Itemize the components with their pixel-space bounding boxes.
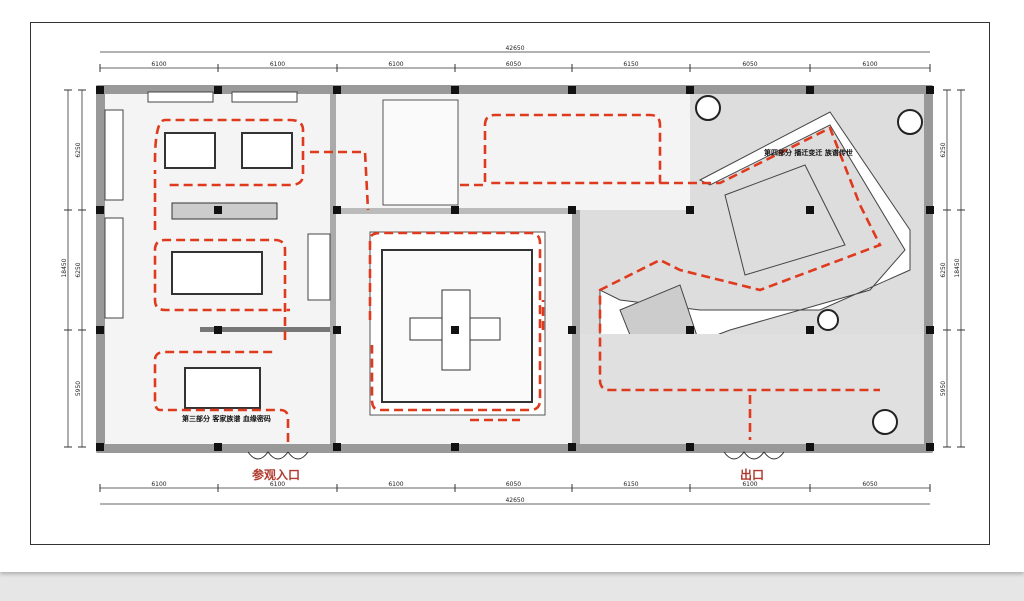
column [214, 326, 222, 334]
dim-top-label: 6100 [270, 61, 285, 68]
tree-icon [695, 95, 721, 121]
display-case [171, 251, 263, 295]
column [333, 86, 341, 94]
dim-bottom-label: 6050 [506, 481, 521, 488]
wall-bottom [97, 444, 932, 452]
dim-top-total-label: 42650 [505, 45, 524, 52]
wall-right [924, 86, 932, 452]
column [333, 206, 341, 214]
column [806, 86, 814, 94]
column [806, 206, 814, 214]
column [686, 443, 694, 451]
dim-top-label: 6050 [506, 61, 521, 68]
dim-left-label: 6250 [75, 142, 82, 157]
dim-left-label: 6250 [75, 262, 82, 277]
tree-icon [817, 309, 839, 331]
dim-left-total-label: 18450 [61, 258, 68, 277]
column [568, 86, 576, 94]
section-4-label: 第四部分 播迁变迁 族谱传世 [764, 148, 853, 157]
wall-cabinet-left [104, 109, 124, 201]
display-case [164, 132, 216, 169]
column [686, 326, 694, 334]
tree-icon [897, 109, 923, 135]
column [214, 86, 222, 94]
dim-right-label: 6250 [940, 262, 947, 277]
column [451, 443, 459, 451]
route-center [368, 231, 545, 422]
columns [96, 86, 934, 451]
section-3-label: 第三部分 客家族谱 血缘密码 [182, 414, 271, 423]
island-display [724, 164, 846, 276]
dim-top-label: 6150 [623, 61, 638, 68]
side-cabinet [307, 233, 331, 301]
wall-left [97, 86, 105, 452]
dim-top-label: 6100 [151, 61, 166, 68]
dim-bottom-label: 6100 [388, 481, 403, 488]
column [686, 206, 694, 214]
column [568, 443, 576, 451]
column [214, 443, 222, 451]
dim-top-label: 6100 [388, 61, 403, 68]
display-case [184, 367, 261, 409]
wall-cabinet [147, 91, 214, 103]
dim-right-label: 5950 [940, 381, 947, 396]
column [333, 443, 341, 451]
column [568, 206, 576, 214]
dim-top-label: 6100 [862, 61, 877, 68]
column [926, 86, 934, 94]
entrance-door-icon[interactable] [247, 451, 309, 460]
column [568, 326, 576, 334]
column [806, 443, 814, 451]
exit-door-icon[interactable] [723, 451, 785, 460]
route-left [153, 118, 370, 442]
wall-partition-3 [200, 327, 330, 332]
dim-bottom-total-label: 42650 [505, 497, 524, 504]
dim-right-total-label: 18450 [954, 258, 961, 277]
paper-sheet: 42650 6100 6100 6100 6050 6150 6050 6100 6100 610… [0, 0, 1024, 572]
column [451, 326, 459, 334]
dim-bottom-label: 6150 [623, 481, 638, 488]
display-case [241, 132, 293, 169]
column [926, 443, 934, 451]
dim-bottom-label: 6050 [862, 481, 877, 488]
wall-top [97, 86, 932, 94]
dim-bottom-label: 6100 [742, 481, 757, 488]
dim-bottom-label: 6100 [270, 481, 285, 488]
dim-right-label: 6250 [940, 142, 947, 157]
dim-left-label: 5950 [75, 381, 82, 396]
dim-top-label: 6050 [742, 61, 757, 68]
column [333, 326, 341, 334]
column [214, 206, 222, 214]
column [686, 86, 694, 94]
column [806, 326, 814, 334]
column [926, 326, 934, 334]
wall-cabinet [231, 91, 298, 103]
courtyard-north [382, 99, 459, 206]
floor-plan: 42650 6100 6100 6100 6050 6150 6050 6100 6100 610… [61, 45, 965, 505]
wall-cabinet-left [104, 217, 124, 319]
tree-icon [872, 409, 898, 435]
column [96, 206, 104, 214]
column [96, 326, 104, 334]
column [96, 443, 104, 451]
column [451, 206, 459, 214]
drawing-frame [30, 22, 990, 545]
dim-bottom-label: 6100 [151, 481, 166, 488]
entrance-label: 参观入口 [252, 467, 300, 482]
dimension-lines: 42650 6100 6100 6100 6050 6150 6050 6100 6100 610… [61, 45, 965, 505]
column [926, 206, 934, 214]
display-bench [171, 202, 278, 220]
exit-label: 出口 [740, 467, 764, 482]
column [96, 86, 104, 94]
column [451, 86, 459, 94]
route-north [460, 113, 882, 440]
wall-partition-1 [330, 94, 336, 444]
